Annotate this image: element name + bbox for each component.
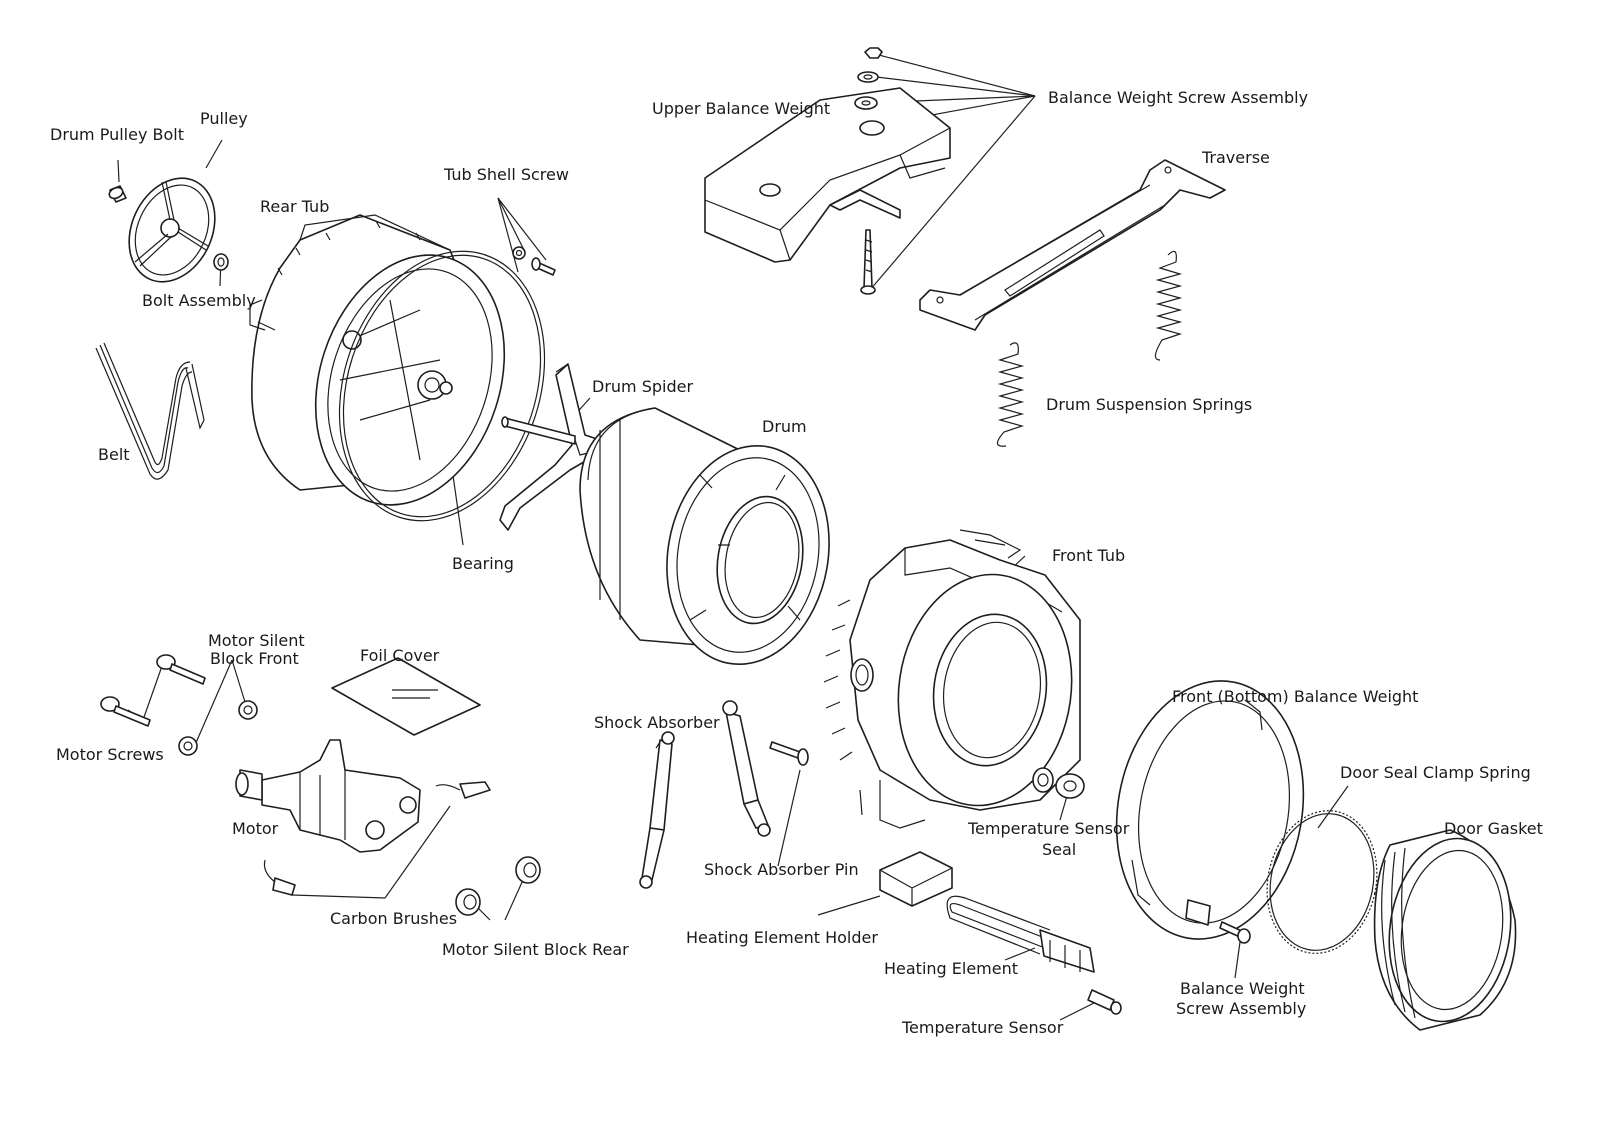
label-motor-screws: Motor Screws — [56, 745, 164, 764]
temperature-sensor-part — [1087, 989, 1122, 1015]
foil-cover-part — [331, 657, 481, 736]
label-tub-shell-screw: Tub Shell Screw — [443, 165, 569, 184]
label-foil-cover: Foil Cover — [360, 646, 440, 665]
bearing-part — [439, 381, 453, 395]
belt-part — [95, 342, 205, 480]
label-belt: Belt — [98, 445, 130, 464]
drum-spider-part — [499, 363, 609, 531]
label-drum-pulley-bolt: Drum Pulley Bolt — [50, 125, 184, 144]
heating-element-part — [946, 895, 1095, 973]
balance-weight-screw-assembly-top-part — [854, 47, 883, 295]
label-balance-weight-screw-assembly-bottom-line1: Balance Weight — [1180, 979, 1305, 998]
tub-shell-screw-part — [512, 246, 556, 276]
door-gasket-part — [1373, 829, 1517, 1031]
shock-absorber-part — [639, 700, 771, 889]
rear-tub-part — [249, 214, 506, 506]
bolt-assembly-part — [213, 253, 229, 271]
label-carbon-brushes: Carbon Brushes — [330, 909, 457, 928]
upper-balance-weight-part — [704, 87, 951, 263]
label-door-gasket: Door Gasket — [1444, 819, 1543, 838]
front-tub-part — [823, 529, 1081, 829]
label-shock-absorber-pin: Shock Absorber Pin — [704, 860, 859, 879]
motor-part — [235, 739, 421, 853]
tub-shell-seal-ring — [338, 250, 546, 522]
label-temperature-sensor: Temperature Sensor — [901, 1018, 1064, 1037]
drum-pulley-bolt-part — [108, 185, 127, 203]
drum-part — [579, 407, 830, 666]
label-upper-balance-weight: Upper Balance Weight — [652, 99, 830, 118]
label-drum-spider: Drum Spider — [592, 377, 693, 396]
label-door-seal-clamp-spring: Door Seal Clamp Spring — [1340, 763, 1531, 782]
traverse-part — [919, 159, 1226, 331]
label-drum: Drum — [762, 417, 807, 436]
temperature-sensor-seal-part — [1055, 773, 1085, 799]
motor-silent-block-rear-part — [455, 856, 541, 916]
label-pulley: Pulley — [200, 109, 248, 128]
label-balance-weight-screw-assembly-bottom-line2: Screw Assembly — [1176, 999, 1306, 1018]
label-temperature-sensor-seal-line1: Temperature Sensor — [967, 819, 1130, 838]
label-front-tub: Front Tub — [1052, 546, 1125, 565]
label-motor-silent-block-front-line2: Block Front — [210, 649, 299, 668]
label-temperature-sensor-seal-line2: Seal — [1042, 840, 1076, 859]
label-traverse: Traverse — [1201, 148, 1270, 167]
front-bottom-balance-weight-part — [1115, 680, 1305, 940]
balance-weight-screw-assembly-bottom-part — [1219, 921, 1251, 944]
label-heating-element: Heating Element — [884, 959, 1018, 978]
label-drum-suspension-springs: Drum Suspension Springs — [1046, 395, 1252, 414]
label-motor: Motor — [232, 819, 279, 838]
labels: Drum Pulley Bolt Pulley Rear Tub Tub She… — [50, 88, 1543, 1037]
label-bearing: Bearing — [452, 554, 514, 573]
label-heating-element-holder: Heating Element Holder — [686, 928, 878, 947]
heating-element-holder-part — [879, 851, 953, 907]
label-motor-silent-block-rear: Motor Silent Block Rear — [442, 940, 629, 959]
label-balance-weight-screw-assembly-top: Balance Weight Screw Assembly — [1048, 88, 1308, 107]
label-bolt-assembly: Bolt Assembly — [142, 291, 256, 310]
motor-screws-part — [100, 654, 206, 727]
label-rear-tub: Rear Tub — [260, 197, 329, 216]
motor-silent-block-front-part — [178, 700, 258, 756]
label-shock-absorber: Shock Absorber — [594, 713, 720, 732]
label-motor-silent-block-front-line1: Motor Silent — [208, 631, 305, 650]
pulley-part — [128, 177, 216, 283]
carbon-brushes-part — [263, 781, 491, 896]
drum-suspension-springs-part — [996, 250, 1183, 447]
door-seal-clamp-spring-part — [1266, 810, 1378, 954]
label-front-bottom-balance-weight: Front (Bottom) Balance Weight — [1172, 687, 1418, 706]
shock-absorber-pin-part — [769, 741, 809, 766]
